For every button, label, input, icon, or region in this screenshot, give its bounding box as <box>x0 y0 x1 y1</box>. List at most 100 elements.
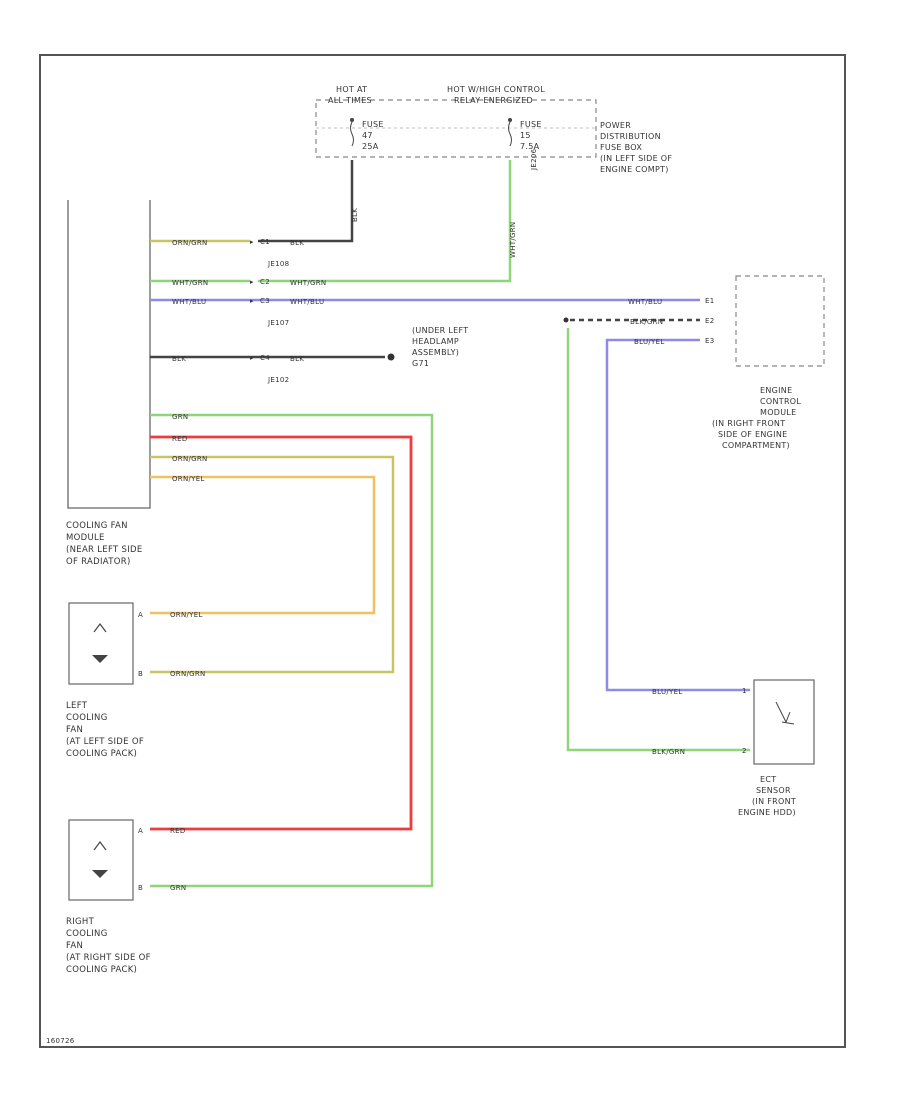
fuse2-terminal <box>508 118 512 122</box>
ground-label: (UNDER LEFT HEADLAMP ASSEMBLY) G71 <box>412 326 468 368</box>
right-fan-label-line: FAN <box>66 941 83 951</box>
ecm-box <box>735 275 825 367</box>
wire-blkgrn-ecm-label: BLK/GRN <box>630 318 663 326</box>
fuse-box-label-line: DISTRIBUTION <box>600 132 661 141</box>
cooling-fan-module-label: COOLING FAN MODULE (NEAR LEFT SIDE OF RA… <box>66 521 143 567</box>
fuse-box-label: POWER DISTRIBUTION FUSE BOX (IN LEFT SID… <box>600 121 672 174</box>
ecm-label-line: ENGINE <box>760 386 792 395</box>
ecm-label-line: CONTROL <box>760 397 801 406</box>
wire-red-module-label: RED <box>172 435 188 443</box>
connector-je108: ▸ C1 JE108 <box>250 238 289 268</box>
connector-je102-pin-number: C4 <box>260 354 270 362</box>
wire-grn-module-label: GRN <box>172 413 188 421</box>
fuse1-number: 47 <box>362 131 373 140</box>
connector-je107-pin-number: C2 <box>260 278 270 286</box>
ect-sensor-label-line: (IN FRONT <box>752 797 796 806</box>
left-fan-ground-icon <box>92 655 108 663</box>
right-fan-label-line: COOLING PACK) <box>66 965 137 975</box>
fuse-box-label-line: FUSE BOX <box>600 143 642 152</box>
fuse2-name: FUSE <box>520 120 542 129</box>
wire-green-ect <box>566 328 750 752</box>
left-fan-motor-icon <box>93 623 107 633</box>
ect-sensor-label-line: ECT <box>760 775 776 784</box>
connector-je107-pin-number-2: C3 <box>260 297 270 305</box>
ecm-label-line: MODULE <box>760 408 797 417</box>
connector-je102-pin: ▸ <box>250 354 254 362</box>
wire-orngrn-je108-label: ORN/GRN <box>172 239 208 247</box>
right-fan-motor-icon <box>93 841 107 851</box>
connector-je107-label: JE107 <box>267 319 289 327</box>
left-fan-pin-b: B <box>138 670 143 678</box>
right-fan-box <box>68 819 134 901</box>
fuse-box-label-line: ENGINE COMPT) <box>600 165 669 174</box>
fuse1-amp: 25A <box>362 142 379 151</box>
ecm-pin-e3: E3 <box>705 337 714 345</box>
right-fan-pin-b: B <box>138 884 143 892</box>
wire-whtblu-c-label: WHT/BLU <box>628 298 662 306</box>
wire-grn-right-fan <box>150 413 434 888</box>
ecm-pin-e2: E2 <box>705 317 714 325</box>
connector-je108-pin: ▸ <box>250 238 254 246</box>
ground-point-icon <box>387 353 395 361</box>
fuse-box-label-line: (IN LEFT SIDE OF <box>600 154 672 163</box>
ecm-splice-dot <box>563 317 569 323</box>
right-fan-ground-icon <box>92 870 108 878</box>
wire-ornyel-left-fan <box>150 475 376 615</box>
left-fan-label-line: COOLING <box>66 713 108 723</box>
wire-ornyel-module-label: ORN/YEL <box>172 475 205 483</box>
hot-at-label: HOT AT <box>336 85 367 94</box>
wire-grn-fan-label: GRN <box>170 884 186 892</box>
wire-blk-je108-label: BLK <box>290 239 304 247</box>
ecm-label-line: SIDE OF ENGINE <box>718 430 787 439</box>
wire-bluyel-ecm-label: BLU/YEL <box>634 338 665 346</box>
fuse1-name: FUSE <box>362 120 384 129</box>
wire-red-right-fan <box>150 435 413 831</box>
fuse1-symbol <box>350 121 354 147</box>
left-fan-label-line: COOLING PACK) <box>66 749 137 759</box>
wire-red-fan-label: RED <box>170 827 186 835</box>
fuse1-terminal <box>350 118 354 122</box>
cooling-fan-module-label-line: COOLING FAN <box>66 521 128 531</box>
wire-whtgrn-je107-label: WHT/GRN <box>172 279 208 287</box>
wire-ornyel-fan-label: ORN/YEL <box>170 611 203 619</box>
connector-je108-label: JE108 <box>267 260 289 268</box>
right-fan-pin-a: A <box>138 827 143 835</box>
diagram-code: 160726 <box>46 1037 75 1045</box>
wire-whtblu-label: WHT/BLU <box>172 298 206 306</box>
right-fan-label-line: (AT RIGHT SIDE OF <box>66 953 151 963</box>
wire-whtgrn-je107-b-label: WHT/GRN <box>290 279 326 287</box>
cooling-fan-module-label-line: (NEAR LEFT SIDE <box>66 545 143 555</box>
ecm-pin-e1: E1 <box>705 297 714 305</box>
ground-label-line: ASSEMBLY) <box>412 348 459 357</box>
fuse-box-side-label: JE206 <box>530 148 538 171</box>
ect-sensor-box <box>753 679 815 765</box>
left-fan-label-line: (AT LEFT SIDE OF <box>66 737 144 747</box>
wire-orngrn-fan-label: ORN/GRN <box>170 670 206 678</box>
fuse2-symbol <box>508 121 512 147</box>
wire-orngrn-module-label: ORN/GRN <box>172 455 208 463</box>
ect-sensor-label: ECT SENSOR (IN FRONT ENGINE HDD) <box>738 775 796 817</box>
ect-sensor-label-line: SENSOR <box>756 786 791 795</box>
wire-whtgrn-fuse2-label: WHT/GRN <box>509 222 517 258</box>
ecm-label-line: (IN RIGHT FRONT <box>712 419 785 428</box>
connector-je102-label: JE102 <box>267 376 289 384</box>
fuse2-amp: 7.5A <box>520 142 540 151</box>
all-times-label: ALL TIMES <box>328 96 372 105</box>
left-fan-label: LEFT COOLING FAN (AT LEFT SIDE OF COOLIN… <box>66 701 144 759</box>
wire-bluyel-ect-label: BLU/YEL <box>652 688 683 696</box>
wire-blk-fuse1-label: BLK <box>351 208 359 222</box>
ecm-label-line: COMPARTMENT) <box>722 441 790 450</box>
wire-whtgrn-fuse2 <box>258 160 512 283</box>
wire-blk-fuse1 <box>258 160 354 243</box>
fuse-box-label-line: POWER <box>600 121 631 130</box>
fuse-box-outline <box>315 99 597 158</box>
wire-blk-ground-label: BLK <box>172 355 186 363</box>
wire-blkgrn-ect-label: BLK/GRN <box>652 748 685 756</box>
wire-whtblu-b-label: WHT/BLU <box>290 298 324 306</box>
cooling-fan-module-box <box>67 200 151 509</box>
ecm-label: ENGINE CONTROL MODULE (IN RIGHT FRONT SI… <box>712 386 801 450</box>
left-fan-label-line: FAN <box>66 725 83 735</box>
connector-je108-pin-number: C1 <box>260 238 270 246</box>
